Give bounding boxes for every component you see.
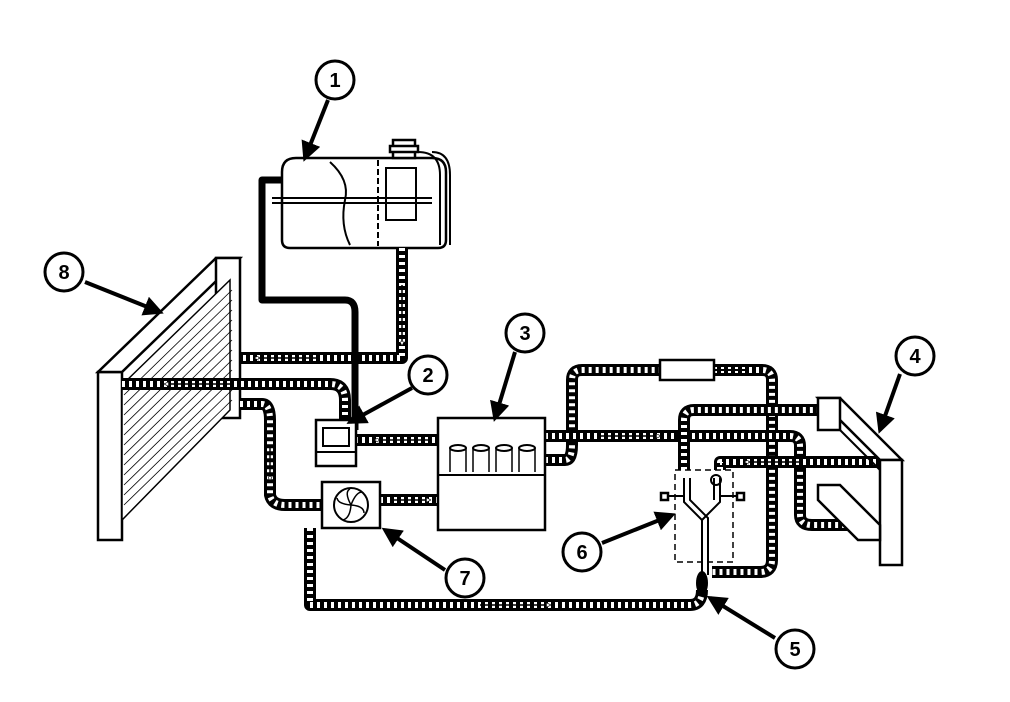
heater-control-valve: [659, 469, 746, 575]
callout-3-label: 3: [519, 323, 530, 345]
callout-3: 3: [504, 312, 546, 354]
callout-6-label: 6: [576, 542, 587, 564]
callout-7: 7: [444, 557, 486, 599]
check-valve: [696, 571, 708, 595]
callout-2-label: 2: [422, 365, 433, 387]
callout-8-label: 8: [58, 262, 69, 284]
callout-4-label: 4: [909, 346, 921, 368]
leader-lines: [84, 99, 902, 640]
callout-8: 8: [43, 251, 85, 293]
flow-arrows: [165, 285, 800, 605]
callout-7-label: 7: [459, 568, 470, 590]
callout-5-label: 5: [789, 639, 800, 661]
callout-4: 4: [894, 335, 936, 377]
thermostat-housing: [314, 418, 358, 468]
heater-core: [814, 396, 906, 567]
callout-1-label: 1: [329, 70, 340, 92]
expansion-tank: [272, 138, 451, 250]
water-pump: [320, 480, 382, 530]
callout-5: 5: [774, 628, 816, 670]
tank-vent-hose: [258, 176, 359, 430]
inline-valve: [658, 358, 745, 382]
callout-6: 6: [561, 531, 603, 573]
radiator: [94, 256, 244, 542]
callout-2: 2: [407, 354, 449, 396]
engine-block: [436, 416, 547, 532]
callout-1: 1: [314, 59, 356, 101]
